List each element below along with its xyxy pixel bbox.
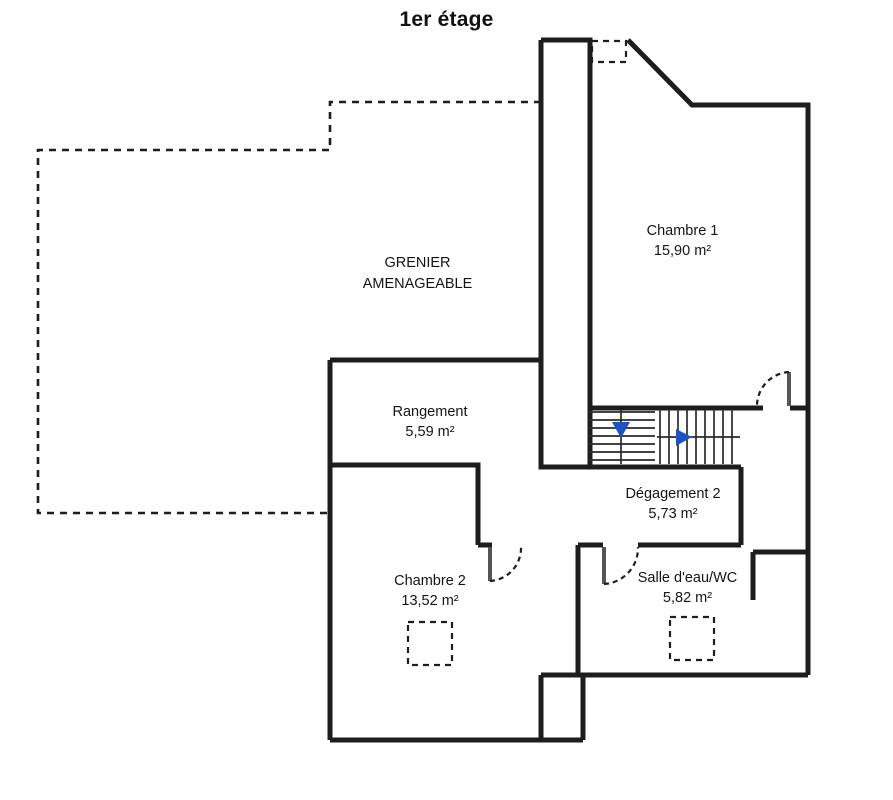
page-title: 1er étage <box>0 8 893 32</box>
room-label-grenier: GRENIER AMENAGEABLE <box>355 253 480 295</box>
staircase <box>588 409 740 464</box>
door-salle-eau <box>602 546 640 586</box>
stair-flight-right <box>657 409 740 464</box>
window-opening <box>590 39 628 64</box>
door-chambre-2 <box>488 546 523 583</box>
stair-flight-left <box>588 409 655 464</box>
exterior-walls <box>327 37 811 743</box>
ascending-direction-arrow <box>676 429 692 446</box>
door-chambre-1 <box>755 370 791 407</box>
room-name-grenier-line1: GRENIER <box>384 255 451 271</box>
page-title-text: 1er étage <box>399 8 494 31</box>
salle-eau-fixture <box>668 615 716 662</box>
descending-direction-arrow <box>612 422 630 438</box>
chambre-2-fixture <box>406 620 454 667</box>
attic-dashed-boundary <box>36 100 541 515</box>
room-name-grenier-line2: AMENAGEABLE <box>362 276 473 292</box>
